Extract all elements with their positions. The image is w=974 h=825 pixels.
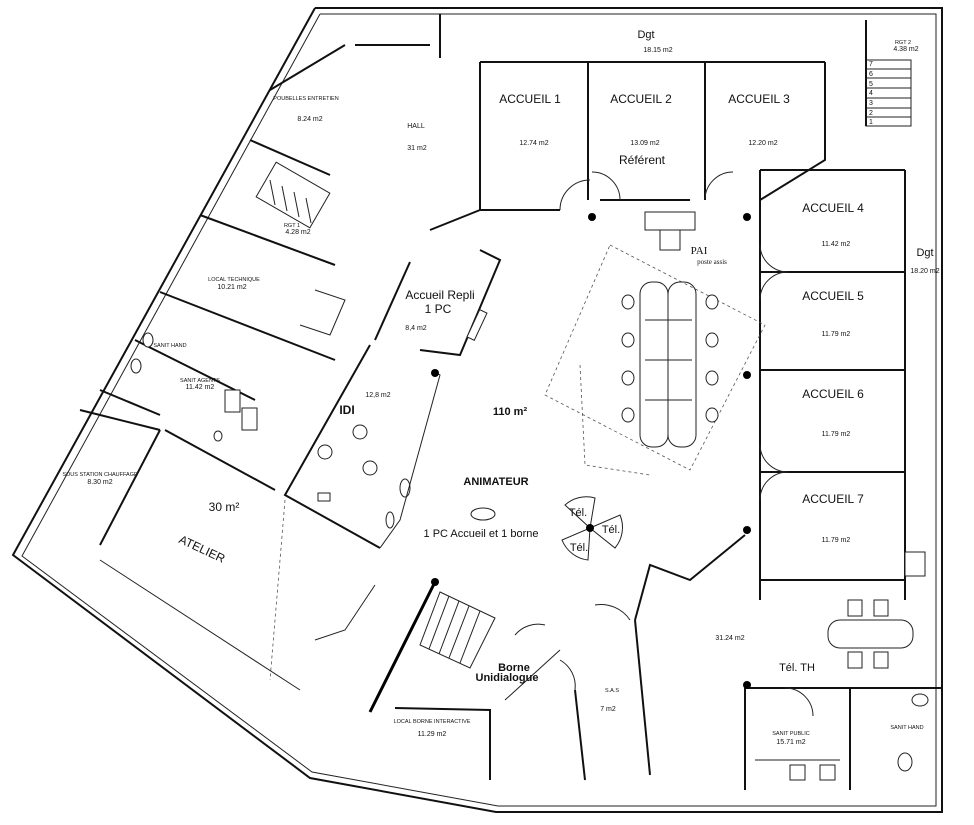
poste-assis-label: poste assis: [697, 258, 727, 266]
sanit-public-area: 15.71 m2: [776, 739, 805, 746]
dgt-top-area: 18.15 m2: [643, 47, 672, 54]
stair-number: 1: [869, 119, 873, 126]
main-area: 110 m²: [493, 406, 528, 418]
column-dot: [588, 213, 596, 221]
pc-accueil-label: 1 PC Accueil et 1 borne: [424, 528, 539, 540]
stair-number: 3: [869, 100, 873, 107]
tel-label: Tél.: [602, 524, 620, 536]
accueil2-area: 13.09 m2: [630, 140, 659, 147]
local-technique-area: 10.21 m2: [217, 284, 246, 291]
sanit-agents-area: 11.42 m2: [186, 384, 215, 391]
rgt1-area: 4.28 m2: [285, 229, 310, 236]
sous-station-area: 8.30 m2: [87, 479, 112, 486]
rgt2-label: RGT 2: [895, 40, 911, 46]
tel-label: Tél.: [569, 507, 587, 519]
idi-label: IDI: [339, 403, 354, 417]
animateur-label: ANIMATEUR: [463, 476, 528, 488]
local-technique-label: LOCAL TECHNIQUE: [208, 277, 260, 283]
accueil5-label: ACCUEIL 5: [802, 289, 864, 303]
break-area: 31.24 m2: [715, 635, 744, 642]
sas-area: 7 m2: [600, 706, 616, 713]
central-walls: [283, 44, 766, 621]
accueil5-area: 11.79 m2: [822, 331, 851, 338]
column-dot: [586, 524, 594, 532]
borne-label: Borne: [498, 662, 530, 674]
column-dot: [743, 681, 751, 689]
outer-walls: [11, 7, 943, 813]
sous-station-label: SOUS STATION CHAUFFAGE: [62, 472, 138, 478]
stair-number: 2: [869, 110, 873, 117]
referent-label: Référent: [619, 153, 666, 167]
sanit-public-label: SANIT PUBLIC: [772, 731, 810, 737]
stair-number: 5: [869, 81, 873, 88]
local-borne-label: LOCAL BORNE INTERACTIVE: [394, 719, 471, 725]
local-borne-area: 11.29 m2: [418, 731, 447, 738]
sanit-hand-left-label: SANIT HAND: [153, 343, 186, 349]
bottom-rooms-walls: [368, 581, 942, 790]
accueil7-label: ACCUEIL 7: [802, 492, 864, 506]
hall-area: 31 m2: [407, 145, 427, 152]
accueil6-area: 11.79 m2: [822, 431, 851, 438]
idi-area: 12,8 m2: [365, 392, 390, 399]
accueil-repli-pc: 1 PC: [425, 302, 452, 316]
column-dot: [431, 369, 439, 377]
left-wing-walls: [79, 44, 376, 691]
column-dot: [431, 578, 439, 586]
dgt-top-label: Dgt: [637, 29, 654, 41]
column-dots: [431, 213, 751, 689]
tel-label: Tél.: [570, 542, 588, 554]
pai-label: PAI: [691, 245, 708, 257]
dgt-right-area: 18.20 m2: [910, 268, 939, 275]
right-rooms-walls: [759, 169, 926, 600]
rgt2-area: 4.38 m2: [893, 46, 918, 53]
atelier-label: ATELIER: [177, 532, 228, 566]
accueil3-area: 12.20 m2: [748, 140, 777, 147]
poubelles-label: POUBELLES ENTRETIEN: [273, 96, 338, 102]
dgt-right-label: Dgt: [916, 247, 933, 259]
accueil3-label: ACCUEIL 3: [728, 92, 790, 106]
sanit-agents-label: SANIT AGENTS: [180, 378, 220, 384]
unidialogue-label: Unidialogue: [476, 672, 539, 684]
accueil2-label: ACCUEIL 2: [610, 92, 672, 106]
top-rooms-walls: [439, 14, 912, 211]
accueil-repli-area: 8,4 m2: [405, 325, 427, 332]
column-dot: [743, 371, 751, 379]
accueil1-area: 12.74 m2: [519, 140, 548, 147]
rgt1-label: RGT 1: [284, 223, 300, 229]
hall-label: HALL: [407, 123, 425, 130]
room-labels: Dgt 18.15 m2 RGT 2 4.38 m2 7 6 5 4 3 2 1…: [62, 29, 939, 746]
atelier-area: 30 m²: [209, 500, 240, 514]
sas-label: S.A.S: [605, 688, 619, 694]
column-dot: [743, 213, 751, 221]
sanit-hand-right-label: SANIT HAND: [890, 725, 923, 731]
poubelles-area: 8.24 m2: [297, 116, 322, 123]
accueil-repli-label: Accueil Repli: [405, 288, 474, 302]
column-dot: [743, 526, 751, 534]
accueil6-label: ACCUEIL 6: [802, 387, 864, 401]
stair-number: 6: [869, 71, 873, 78]
tel-th-label: Tél. TH: [779, 662, 815, 674]
accueil7-area: 11.79 m2: [822, 537, 851, 544]
stair-number: 4: [869, 90, 873, 97]
stair-number: 7: [869, 61, 873, 68]
accueil4-area: 11.42 m2: [822, 241, 851, 248]
accueil4-label: ACCUEIL 4: [802, 201, 864, 215]
accueil1-label: ACCUEIL 1: [499, 92, 561, 106]
